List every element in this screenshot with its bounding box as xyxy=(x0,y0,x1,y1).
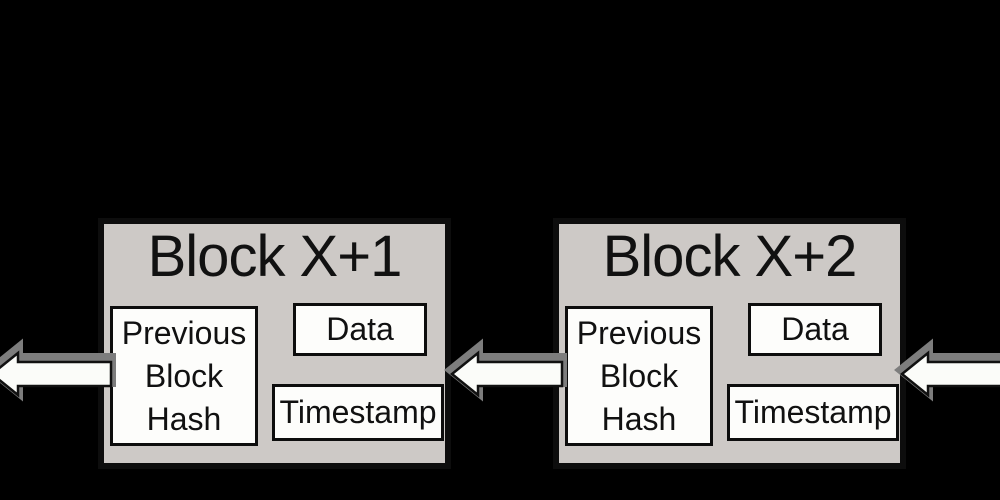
left-arrow-icon xyxy=(894,338,1000,402)
block-x2: Block X+2 Previous Block Hash Data Times… xyxy=(553,218,906,469)
previous-hash-label-line2: Block xyxy=(599,357,679,394)
block-x1-title: Block X+1 xyxy=(147,224,403,289)
block-x1-timestamp-box: Timestamp xyxy=(272,384,444,441)
block-x1: Block X+1 Previous Block Hash Data Times… xyxy=(98,218,451,469)
previous-hash-label-line2: Block xyxy=(144,357,224,394)
block-x2-title: Block X+2 xyxy=(602,224,858,289)
timestamp-label: Timestamp xyxy=(279,394,437,430)
block-x2-timestamp-box: Timestamp xyxy=(727,384,899,441)
block-x1-data-box: Data xyxy=(293,303,427,356)
timestamp-label: Timestamp xyxy=(734,394,892,430)
previous-hash-label-line3: Hash xyxy=(146,400,222,437)
previous-hash-label-line3: Hash xyxy=(601,400,677,437)
block-x2-previous-hash-box: Previous Block Hash xyxy=(565,306,713,446)
data-label: Data xyxy=(326,311,394,347)
block-x1-previous-hash-box: Previous Block Hash xyxy=(110,306,258,446)
previous-hash-label-line1: Previous xyxy=(576,314,702,351)
data-label: Data xyxy=(781,311,849,347)
previous-hash-label-line1: Previous xyxy=(121,314,247,351)
block-x2-data-box: Data xyxy=(748,303,882,356)
left-arrow-icon xyxy=(444,338,567,402)
left-arrow-icon xyxy=(0,338,116,402)
